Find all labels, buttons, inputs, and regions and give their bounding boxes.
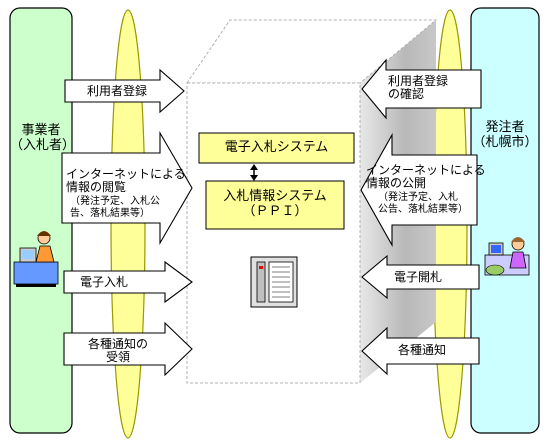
server-icon <box>250 256 298 308</box>
arrow-open-bid-label: 電子開札 <box>394 270 443 284</box>
system-inner-label: 入札情報システム （ＰＰＩ） <box>223 189 327 219</box>
arrow-notify-label: 各種通知 <box>398 343 447 357</box>
arrow-publish <box>360 132 478 248</box>
system-box-front <box>186 82 361 384</box>
orderer-person-icon <box>484 237 530 276</box>
system-inner-label-box <box>205 180 345 230</box>
left-party-label: 事業者 （入札者） <box>10 123 76 153</box>
arrow-register <box>64 68 185 114</box>
arrow-bid-label: 電子入札 <box>80 275 129 289</box>
bidirectional-arrow-icon <box>250 164 258 181</box>
arrow-open-bid <box>361 254 480 300</box>
left-lens <box>110 9 146 439</box>
system-box-top <box>186 19 438 84</box>
system-outer-label: 電子入札システム <box>224 140 329 155</box>
arrow-bid <box>63 260 193 304</box>
bidder-person-icon <box>13 231 59 287</box>
arrow-browse-sub: （発注予定、入札公 告、落札結果等） <box>70 196 160 219</box>
arrow-browse <box>61 130 193 246</box>
arrow-register-label: 利用者登録 <box>87 84 148 98</box>
arrow-publish-label: インターネットによる 情報の公開 <box>366 163 486 190</box>
arrow-notify <box>361 326 480 376</box>
system-outer-label-box <box>198 132 355 164</box>
arrow-register-confirm <box>361 58 482 120</box>
arrow-browse-label: インターネットによる 情報の閲覧 <box>66 167 186 194</box>
right-party-label: 発注者 （札幌市） <box>472 120 538 150</box>
arrow-register-confirm-label: 利用者登録 の確認 <box>388 74 449 101</box>
arrow-publish-sub: （発注予定、入札 公告、落札結果等） <box>378 192 468 215</box>
arrow-notify-receive <box>63 321 193 377</box>
arrow-notify-receive-label: 各種通知の 受領 <box>87 337 148 364</box>
